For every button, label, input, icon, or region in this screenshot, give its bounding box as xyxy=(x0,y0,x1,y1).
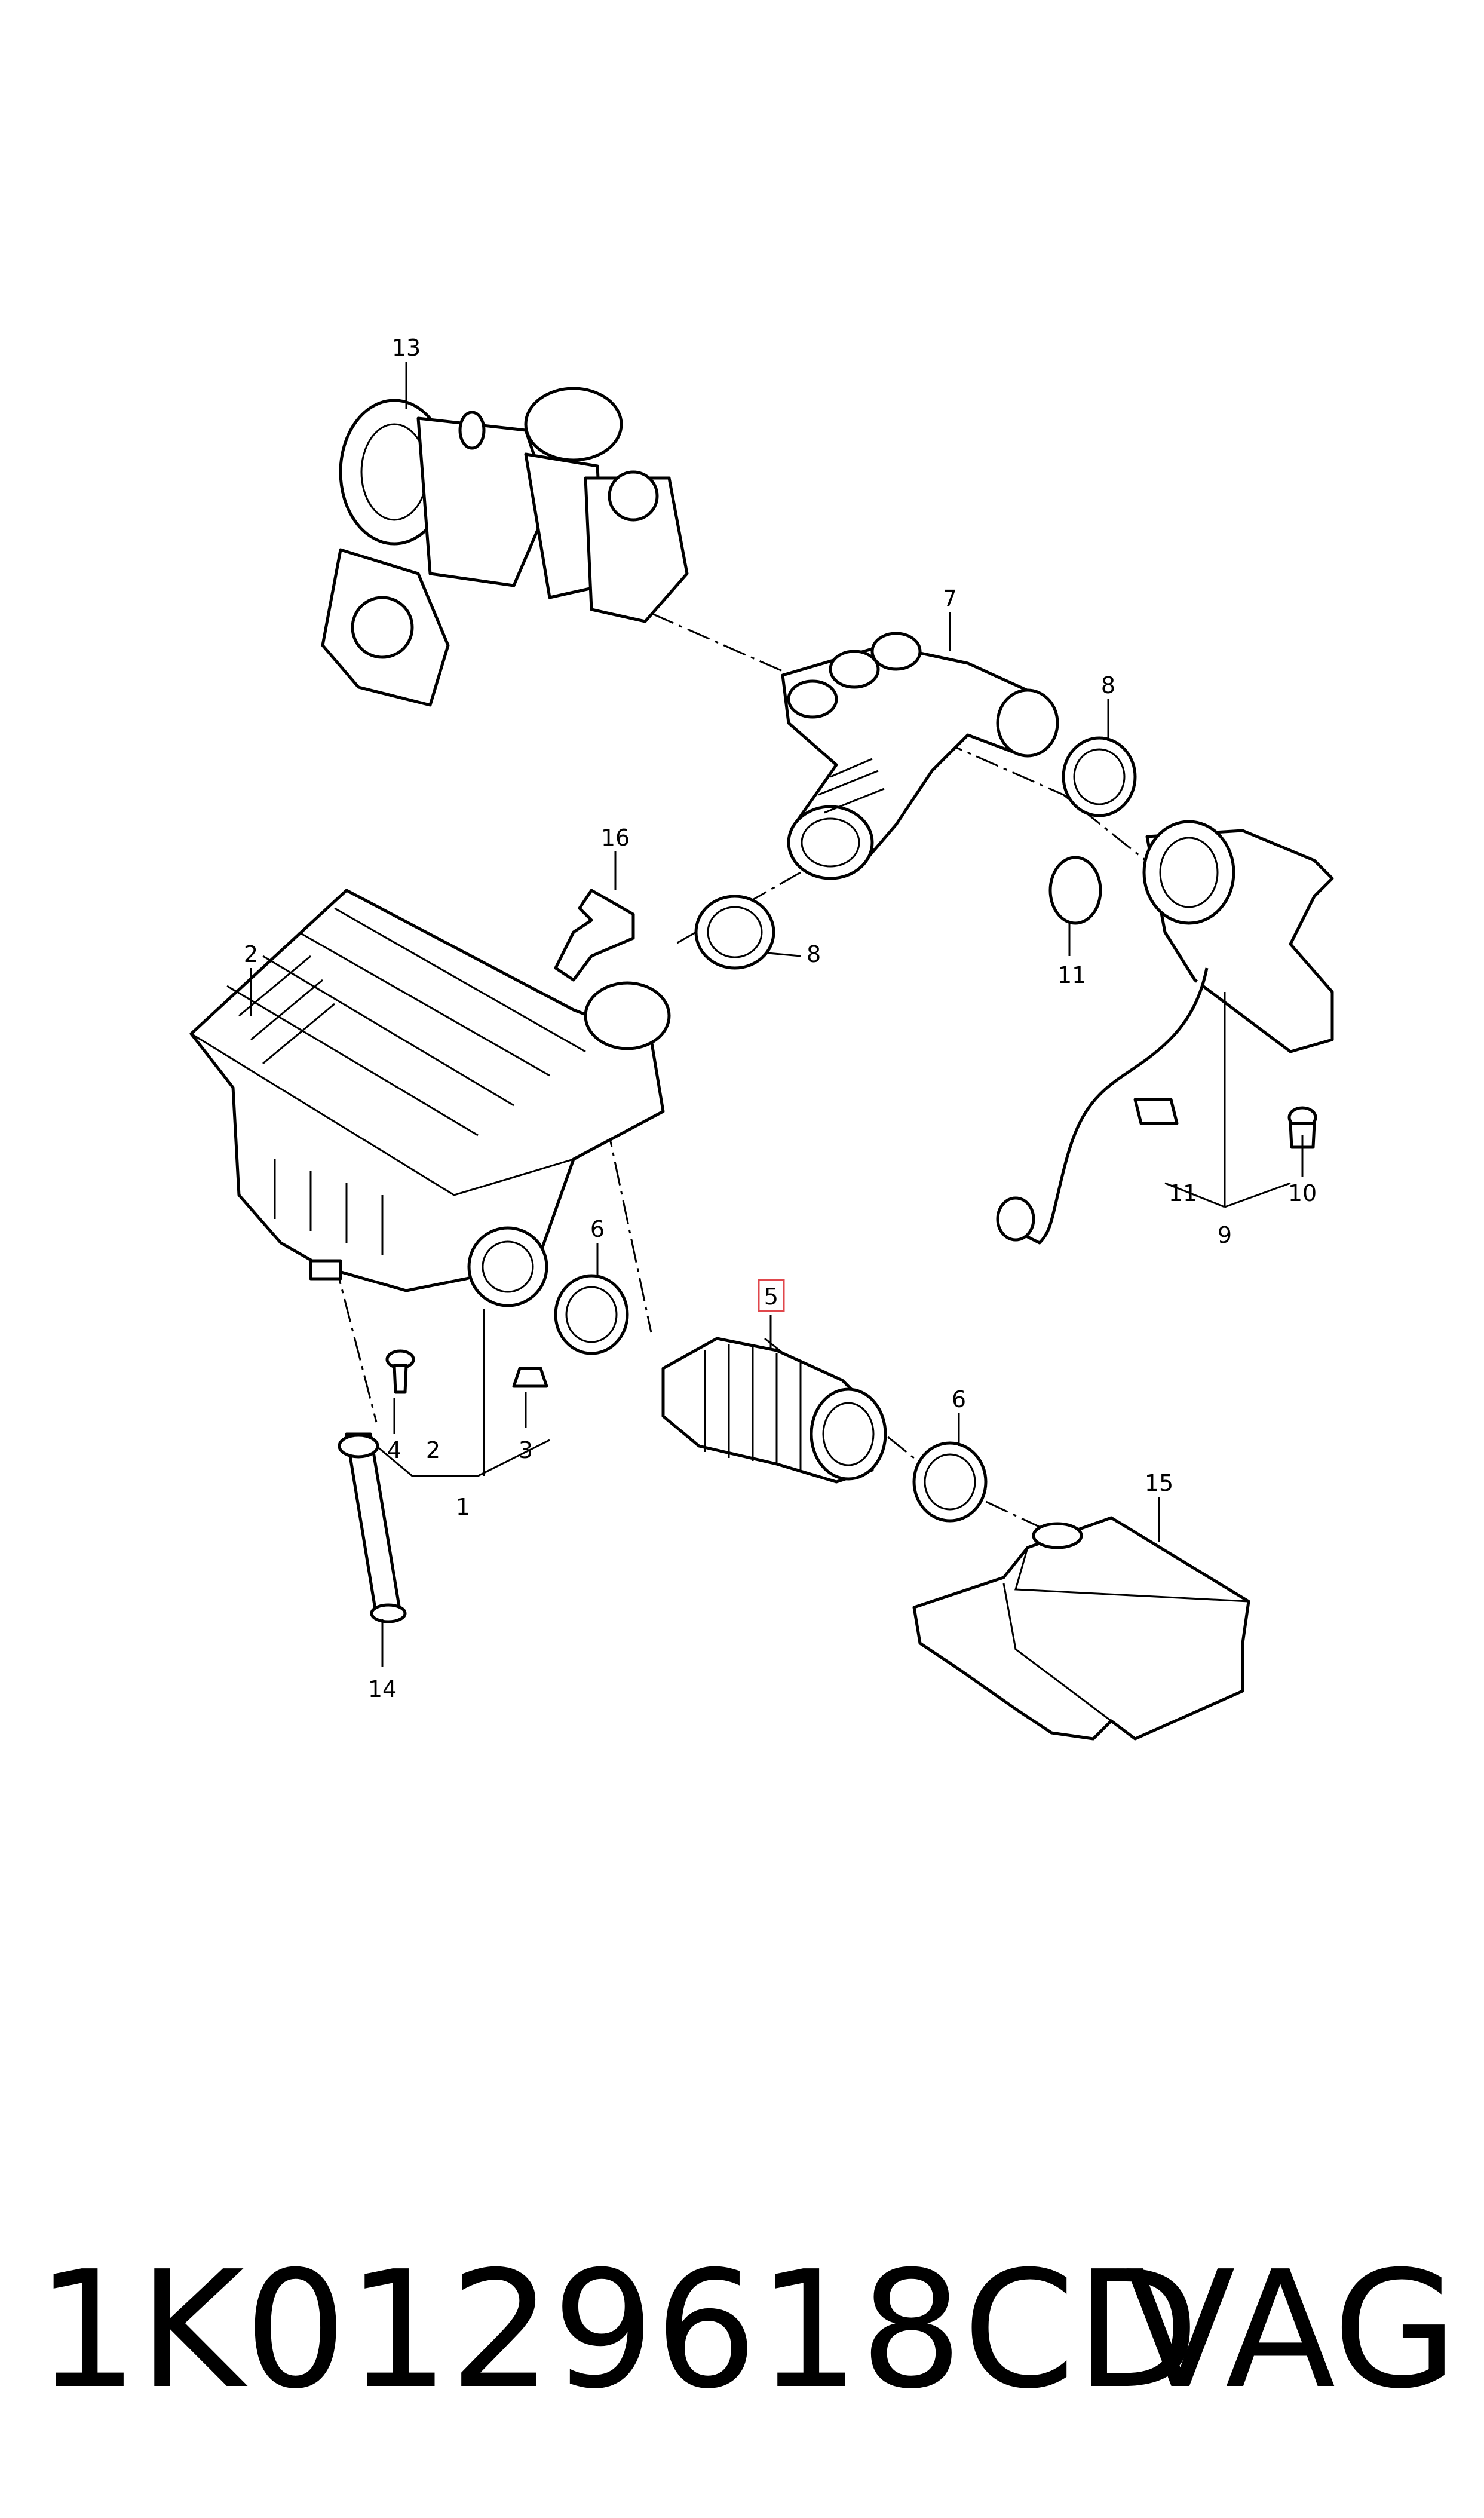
callout-14: 14 xyxy=(368,1676,397,1702)
air-guide-part xyxy=(912,1516,1250,1741)
caption: 1K0129618CD VAG xyxy=(36,2235,1458,2426)
breather-hose-part xyxy=(554,889,635,982)
hose-clamp-6-right-part xyxy=(912,1441,988,1523)
callout-13: 13 xyxy=(392,335,421,361)
callout-2-top: 2 xyxy=(244,941,258,967)
callout-15: 15 xyxy=(1145,1470,1173,1496)
nut-3-part xyxy=(512,1367,548,1388)
callout-16: 16 xyxy=(601,825,630,851)
callout-10: 10 xyxy=(1288,1180,1317,1206)
intake-elbow-part xyxy=(996,820,1334,1245)
callout-4: 4 xyxy=(387,1437,401,1463)
drain-tube-part xyxy=(338,1432,407,1623)
intake-hose-part xyxy=(661,1337,887,1484)
callout-1: 1 xyxy=(456,1494,470,1520)
callout-11-group: 11 xyxy=(1169,1180,1197,1206)
highlight-box-5 xyxy=(758,1279,785,1312)
o-ring-part xyxy=(1048,856,1102,925)
brand-name: VAG xyxy=(1125,2236,1458,2424)
callout-9: 9 xyxy=(1218,1222,1232,1248)
callout-11-oring: 11 xyxy=(1057,962,1086,988)
charge-air-pipe-part xyxy=(781,632,1059,880)
callout-6-right: 6 xyxy=(952,1386,966,1413)
callout-8-middle: 8 xyxy=(807,941,821,967)
hose-clamp-middle-part xyxy=(694,895,775,970)
air-filter-housing-part xyxy=(189,889,671,1307)
turbocharger-part xyxy=(321,387,689,707)
callout-7: 7 xyxy=(943,586,957,612)
callout-8-upper: 8 xyxy=(1101,672,1115,699)
callout-3: 3 xyxy=(519,1437,533,1463)
exploded-parts-diagram: 13 7 8 8 16 2 11 6 5 6 15 10 11 9 4 2 3 … xyxy=(189,335,1334,1741)
hose-clamp-upper-part xyxy=(1062,736,1137,817)
part-number: 1K0129618CD xyxy=(36,2236,1200,2424)
hose-clamp-6-left-part xyxy=(554,1274,629,1355)
callout-2-bottom: 2 xyxy=(426,1437,440,1463)
callout-6-left: 6 xyxy=(590,1216,605,1242)
callout-5: 5 xyxy=(764,1283,778,1310)
bolt-4-part xyxy=(385,1349,415,1394)
